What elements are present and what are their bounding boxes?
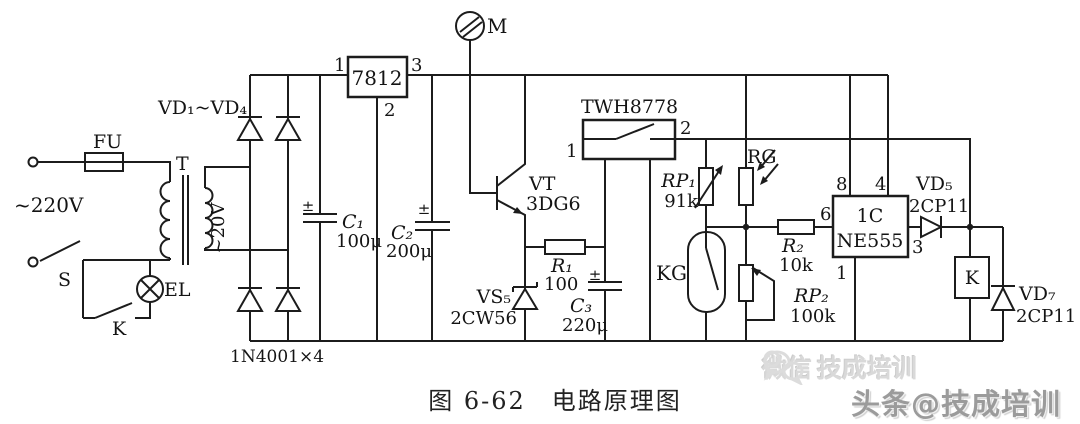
diode-icon [236,287,264,312]
c3-polarity-label: ± [589,266,602,284]
rp1-arrowhead [715,165,723,175]
terminal-icon [27,256,39,268]
rp2-arrowhead [751,268,761,276]
c2-polarity-label: ± [418,200,431,218]
twh-pin1-label: 1 [566,141,577,162]
r2-value-label: 10k [779,255,814,276]
vd5-label: VD₅ [915,173,953,195]
kg-blade-icon [705,232,719,291]
rg-arrowhead [760,176,768,185]
c1-value-label: 100μ [336,231,382,252]
vt-part-label: 3DG6 [526,193,581,215]
switch-s-label: S [58,269,71,291]
twh-pin2-label: 2 [680,118,691,139]
rp2-icon [738,264,754,302]
secondary-voltage-label: ~20V [208,202,229,254]
zener-vs5-bar [512,282,538,292]
ne555-box [831,194,910,259]
transformer-leads [182,166,288,265]
symbols [27,11,1016,313]
kg-label: KG [656,261,687,285]
relay-k-label: K [965,267,980,289]
diode-icon [274,116,302,141]
c1-branch [303,75,337,341]
c3-label: C₃ [570,295,592,317]
rp1-value-label: 91k [664,191,699,212]
c2-value-label: 200μ [386,241,432,262]
diode-vd7-icon [990,285,1016,311]
c2-label: C₂ [391,222,413,244]
regulator-pin2-label: 2 [384,100,395,121]
c3-value-label: 220μ [562,315,608,336]
ne555-pin3-label: 3 [912,237,923,258]
r1-label: R₁ [550,255,573,277]
motor-label: M [487,14,507,38]
motor-icon [455,11,485,41]
vs5-part-label: 2CW56 [450,308,517,329]
contact-k-label: K [112,318,127,340]
vt-label: VT [528,173,556,195]
diode-vd5-icon [920,215,944,239]
bridge-rectifier [236,116,302,312]
transformer-label: T [176,153,189,175]
c1-polarity-label: ± [302,197,315,215]
ne555-pin8-label: 8 [836,174,847,195]
vd7-part-label: 2CP11 [1016,306,1076,327]
motor-vt-wires [469,40,526,247]
twh8778-switch-icon [583,123,675,140]
diode-icon [274,287,302,312]
ic-label: 1C [857,205,884,227]
figure-caption: 图 6-62 电路原理图 [428,387,682,415]
ne555-pin1-label: 1 [836,263,847,284]
bridge-part-label: 1N4001×4 [230,347,324,367]
lamp-label: EL [164,279,191,301]
resistor-r2-icon [777,219,815,235]
fuse-label: FU [93,131,122,153]
diode-icon [236,116,264,141]
transformer-primary-coil [159,181,171,259]
regulator-name-label: 7812 [352,66,403,90]
resistor-r1-icon [544,239,586,255]
vs5-label: VS₅ [476,286,511,308]
vd7-label: VD₇ [1018,283,1056,305]
twh8778-label: TWH8778 [581,96,678,118]
wires [38,40,1004,342]
ne555-output-wires [849,75,1004,341]
bus-wires [250,74,1003,342]
rg-arrowhead [757,162,765,171]
mains-voltage-label: ~220V [14,193,84,217]
ic-part-label: NE555 [837,230,904,252]
rg-label: RG [747,146,776,168]
relay-coil-icon [954,256,990,299]
lamp-cross-icon [140,279,160,299]
regulator-pin1-label: 1 [334,55,345,76]
motor-slash-icon [459,16,483,38]
junction-dot [742,223,750,231]
emitter-arrow-icon [513,207,523,214]
sense-wires [705,75,833,341]
ne555-pin4-label: 4 [875,174,886,195]
c2-branch [415,75,450,341]
terminal-icon [27,156,39,168]
rp2-label: RP₂ [793,285,829,307]
zener-vs5-icon [511,287,539,310]
transformer-secondary-coil [204,187,214,249]
ne555-pin6-label: 6 [820,204,831,225]
twh-output-wires [649,138,971,341]
r1-value-label: 100 [544,274,578,295]
rp2-value-label: 100k [790,306,836,327]
labels: VD₁~VD₄ FU ~220V T ~20V S EL K 1N4001×4 … [14,14,1076,367]
vd5-part-label: 2CP11 [909,196,969,217]
bridge-diodes-label: VD₁~VD₄ [157,97,247,119]
rg-icon [738,167,754,206]
rp1-arrow [694,170,720,209]
regulator-box [346,55,409,99]
regulator-pin3-label: 3 [411,55,422,76]
c1-label: C₁ [342,211,364,233]
junction-dot [966,223,974,231]
r2-label: R₂ [781,235,804,257]
rp1-label: RP₁ [660,170,696,192]
fuse-icon [84,152,124,172]
